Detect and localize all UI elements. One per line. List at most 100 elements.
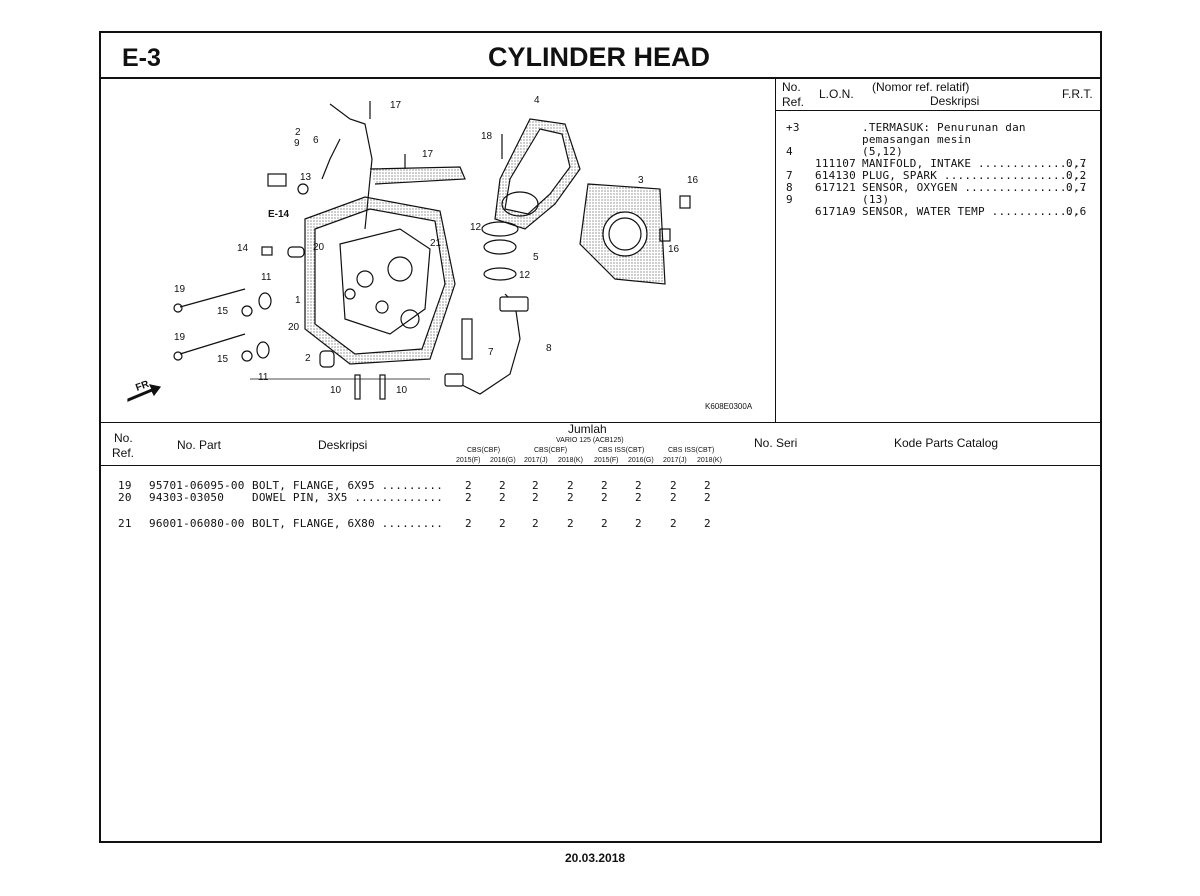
callout-label: 21 bbox=[430, 238, 442, 249]
pt-desc: BOLT, FLANGE, 6X80 ......... bbox=[252, 517, 444, 530]
pt-header-seri: No. Seri bbox=[754, 436, 798, 450]
rt-desc: SENSOR, WATER TEMP ............. bbox=[862, 205, 1081, 218]
header-divider bbox=[99, 77, 1102, 79]
rt-lon: 617121 bbox=[815, 181, 856, 194]
pt-qty: 2 bbox=[704, 517, 711, 530]
diagram-divider bbox=[775, 77, 776, 423]
pt-header-model: VARIO 125 (ACB125) bbox=[556, 437, 624, 444]
pt-qty: 2 bbox=[465, 517, 472, 530]
pt-qty: 2 bbox=[499, 491, 506, 504]
dowel-10b bbox=[379, 374, 386, 400]
ref-e14: E-14 bbox=[268, 209, 290, 220]
callout-label: 12 bbox=[519, 270, 531, 281]
callout-label: 11 bbox=[258, 372, 269, 383]
dowel-10a bbox=[354, 374, 361, 400]
callout-label: 8 bbox=[546, 343, 552, 354]
spark-plug bbox=[461, 318, 473, 360]
bolt-19a bbox=[179, 288, 246, 308]
callout-label: 15 bbox=[217, 354, 229, 365]
pt-qty: 2 bbox=[567, 517, 574, 530]
pt-qty: 2 bbox=[532, 479, 539, 492]
rt-desc: PLUG, SPARK ..................... bbox=[862, 169, 1088, 182]
insulator-5 bbox=[483, 239, 517, 255]
pt-ref: 21 bbox=[118, 517, 132, 530]
rt-header-divider bbox=[776, 110, 1102, 111]
bolt-19b bbox=[179, 333, 246, 355]
rt-ref: 9 bbox=[786, 193, 793, 206]
rt-header-desc-top: (Nomor ref. relatif) bbox=[872, 80, 970, 94]
pt-qty: 2 bbox=[567, 491, 574, 504]
washer-15b bbox=[241, 350, 253, 362]
rt-desc: SENSOR, OXYGEN .................. bbox=[862, 181, 1088, 194]
pt-qty: 2 bbox=[465, 479, 472, 492]
pt-header-jumlah: Jumlah bbox=[568, 422, 607, 436]
rt-frt: 0,2 bbox=[1066, 169, 1087, 182]
rt-desc: (13) bbox=[862, 193, 890, 206]
pt-qty: 2 bbox=[704, 491, 711, 504]
callout-label: 2 bbox=[295, 127, 301, 138]
rt-frt: 0,7 bbox=[1066, 157, 1087, 170]
rt-header-frt: F.R.T. bbox=[1062, 87, 1093, 101]
callout-labels: 1 2 2 3 4 5 6 7 8 9 10 10 11 11 12 12 13… bbox=[134, 95, 753, 411]
callout-label: 1 bbox=[295, 295, 301, 306]
page-frame bbox=[99, 31, 1102, 843]
callout-label: 19 bbox=[174, 332, 186, 343]
callout-label: 9 bbox=[294, 138, 300, 149]
rt-desc: .TERMASUK: Penurunan dan bbox=[862, 121, 1026, 134]
callout-label: 16 bbox=[668, 244, 680, 255]
pt-qty: 2 bbox=[601, 517, 608, 530]
pt-year-label: 2017(J) bbox=[663, 457, 687, 464]
pt-qty: 2 bbox=[635, 517, 642, 530]
pt-ref: 20 bbox=[118, 491, 132, 504]
pt-qty: 2 bbox=[670, 479, 677, 492]
rt-ref: 8 bbox=[786, 181, 793, 194]
pt-part-no: 96001-06080-00 bbox=[149, 517, 245, 530]
callout-label: 14 bbox=[237, 243, 249, 254]
rt-frt: 0,6 bbox=[1066, 205, 1087, 218]
pt-header-ref: Ref. bbox=[112, 446, 135, 460]
pt-qty: 2 bbox=[499, 479, 506, 492]
rt-header-no: No. bbox=[782, 80, 801, 94]
callout-label: 4 bbox=[534, 95, 540, 106]
pt-qty: 2 bbox=[635, 479, 642, 492]
rt-ref: 4 bbox=[786, 145, 793, 158]
callout-label: 3 bbox=[638, 175, 644, 186]
pt-part-no: 95701-06095-00 bbox=[149, 479, 245, 492]
page-title: CYLINDER HEAD bbox=[488, 42, 711, 72]
callout-label: 15 bbox=[217, 306, 229, 317]
pt-qty: 2 bbox=[532, 517, 539, 530]
callout-label: 12 bbox=[470, 222, 482, 233]
rt-lon: 111107 bbox=[815, 157, 856, 170]
rt-desc: (5,12) bbox=[862, 145, 903, 158]
pt-desc: DOWEL PIN, 3X5 ............. bbox=[252, 491, 444, 504]
rt-frt: 0,7 bbox=[1066, 181, 1087, 194]
pt-qty: 2 bbox=[601, 491, 608, 504]
rt-lon: 6171A9 bbox=[815, 205, 856, 218]
callout-label: 16 bbox=[687, 175, 699, 186]
pt-header-group: CBS ISS(CBT) bbox=[598, 447, 645, 454]
callout-label: 20 bbox=[288, 322, 300, 333]
section-code: E-3 bbox=[122, 44, 161, 72]
pt-header-catalog: Kode Parts Catalog bbox=[894, 436, 999, 450]
callout-label: 10 bbox=[396, 385, 408, 396]
callout-label: 11 bbox=[261, 272, 272, 283]
rt-desc: pemasangan mesin bbox=[862, 133, 972, 146]
rt-ref: 7 bbox=[786, 169, 793, 182]
pt-year-label: 2018(K) bbox=[697, 457, 722, 464]
diagram-code: K608E0300A bbox=[705, 402, 753, 411]
callout-label: 19 bbox=[174, 284, 186, 295]
callout-label: 7 bbox=[488, 347, 494, 358]
cylinder-head-detail bbox=[339, 228, 431, 335]
rt-lon: 614130 bbox=[815, 169, 856, 182]
section-divider bbox=[99, 422, 1102, 423]
pt-header-group: CBS ISS(CBT) bbox=[668, 447, 715, 454]
callout-label: 17 bbox=[390, 100, 402, 111]
washer-15a bbox=[241, 305, 253, 317]
rt-header-lon: L.O.N. bbox=[819, 87, 854, 101]
cylinder-head-body bbox=[314, 208, 446, 355]
callout-label: 6 bbox=[313, 135, 319, 146]
callout-label: 10 bbox=[330, 385, 342, 396]
o-ring-12b bbox=[483, 267, 517, 281]
callout-label: 17 bbox=[422, 149, 434, 160]
pt-year-label: 2018(K) bbox=[558, 457, 583, 464]
